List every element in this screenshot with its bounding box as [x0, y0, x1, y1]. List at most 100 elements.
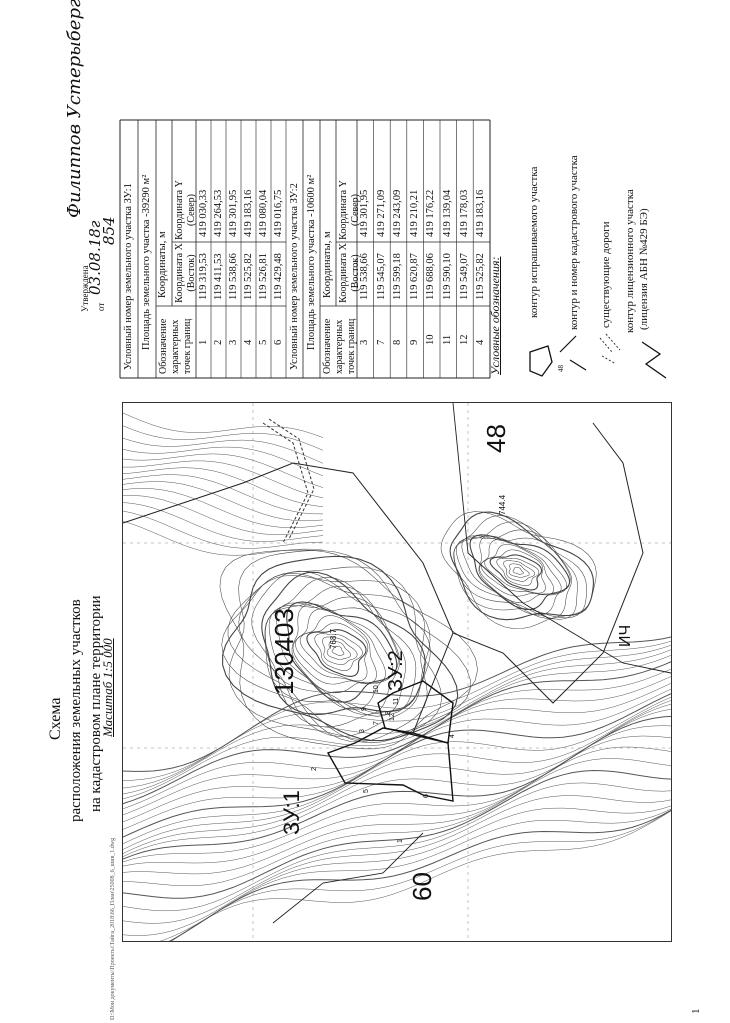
contour-band-top — [123, 510, 324, 549]
contour-band-top — [123, 460, 324, 499]
contour-band-top — [123, 412, 324, 438]
zu1-row-point: 1 — [198, 339, 209, 345]
zu2-row-y: 419 178,03 — [458, 189, 470, 237]
zu2-row-point: 7 — [375, 339, 387, 345]
cadastral-boundary — [123, 462, 454, 734]
zu1-row-point: 2 — [213, 339, 224, 345]
zu2-row-x: 119 545,07 — [375, 253, 387, 300]
contour-summit-1 — [331, 646, 345, 656]
zu1-row-y: 419 264,53 — [213, 189, 224, 237]
contour-band — [123, 668, 671, 810]
contour-summit-1 — [322, 636, 358, 665]
scale-label: Масштаб 1:5 000 — [100, 638, 115, 737]
approval-number: 854 — [100, 216, 118, 245]
zu1-area: Площадь земельного участка -39290 м² — [141, 174, 152, 350]
zu1-col-y: Координата Y (Север) — [174, 180, 197, 240]
contour-summit-2 — [479, 539, 562, 597]
contour-summit-2 — [512, 567, 524, 575]
zu2-col-coords: Координаты, м — [322, 231, 333, 298]
contour-summit-2 — [478, 535, 568, 604]
contour-band — [123, 746, 671, 875]
contour-band — [123, 805, 671, 936]
contour-band-top — [123, 488, 324, 528]
contour-summit-1 — [295, 615, 377, 684]
boundary-point-label: 3 — [359, 729, 366, 733]
contour-band-top — [123, 481, 324, 522]
contour-band-top — [123, 495, 324, 535]
elevation-744: 744.4 — [498, 494, 507, 515]
zu1-row-y: 419 183,16 — [243, 189, 254, 237]
approval-from: от — [96, 302, 106, 311]
contour-band — [123, 683, 671, 823]
contour-summit-1 — [227, 575, 428, 743]
contour-band-top — [123, 446, 324, 477]
file-path: D:\Мои документы\Проекты\Тайга_2018\66_П… — [110, 837, 116, 1020]
contour-band-top — [123, 425, 324, 451]
contour-band-top — [123, 467, 324, 507]
zu2-row-point: 4 — [475, 339, 487, 345]
contour-summit-1 — [219, 549, 478, 750]
contour-summit-1 — [238, 572, 431, 737]
zu2-row-y: 419 176,22 — [425, 189, 437, 237]
map-drawing — [123, 403, 671, 941]
contour-summit-1 — [228, 550, 471, 742]
boundary-point-label: 12 — [389, 713, 396, 721]
parcel-label-zu2: ЗУ:2 — [385, 650, 407, 691]
contour-summit-1 — [286, 601, 398, 703]
boundary-point-label: 4 — [449, 734, 456, 738]
zu2-row-point: 11 — [442, 334, 453, 345]
zu2-row-point: 10 — [425, 334, 437, 346]
contour-summit-1 — [292, 608, 386, 685]
title-line-2: расположения земельных участков — [68, 599, 84, 822]
zu2-row-y: 419 243,09 — [392, 189, 404, 237]
contour-band — [123, 649, 671, 795]
parcel-zu2-boundary — [377, 680, 454, 744]
contour-band — [123, 688, 671, 830]
title-line-1: Схема — [47, 697, 64, 741]
zu2-row-x: 119 599,18 — [392, 253, 404, 300]
page-number: 1 — [690, 1008, 702, 1015]
road — [268, 418, 315, 540]
license-boundary — [452, 403, 671, 674]
zu1-row-x: 119 538,66 — [228, 253, 239, 300]
cadastral-boundary — [452, 422, 644, 704]
boundary-point-label: 11 — [393, 697, 400, 705]
contour-band — [123, 696, 671, 845]
cadastral-number-48: 48 — [481, 424, 511, 453]
contour-band — [170, 810, 671, 941]
zu1-row-y: 419 301,95 — [228, 189, 239, 237]
parcel-label-zu1: ЗУ:1 — [279, 790, 304, 835]
contour-summit-1 — [222, 555, 459, 742]
license-contour-icon — [641, 341, 667, 379]
legend-item-2-number: 48 — [557, 365, 565, 372]
contour-band — [123, 640, 671, 781]
contour-band — [123, 661, 671, 805]
zu2-row-x: 119 525,82 — [475, 253, 487, 300]
contour-band — [123, 758, 671, 887]
contour-summit-2 — [449, 511, 595, 621]
contour-band — [123, 735, 671, 867]
legend-item-4-sub: (лицензия АБН №429 БЭ) — [638, 208, 650, 330]
road-icon — [599, 333, 621, 365]
zu2-row-x: 119 538,66 — [359, 253, 370, 300]
zu1-col-coords: Координаты, м — [157, 231, 168, 298]
contour-band-top — [123, 502, 324, 542]
contour-band — [123, 725, 671, 863]
zu1-row-x: 119 526,81 — [258, 253, 269, 300]
zu1-row-point: 3 — [228, 339, 239, 345]
legend-item-4: контур лицензионного участка — [624, 189, 636, 333]
contour-band-top — [123, 520, 324, 556]
parcel-outline-icon — [529, 345, 553, 377]
zu2-row-x: 119 688,06 — [425, 253, 437, 300]
contour-band-top — [123, 437, 324, 464]
contour-summit-2 — [480, 544, 555, 596]
cadastral-number-60: 60 — [407, 872, 437, 901]
zu2-row-x: 119 620,87 — [408, 253, 420, 300]
legend-item-1: контур испрашиваемого участка — [528, 166, 540, 318]
zu1-row-y: 419 016,75 — [273, 189, 284, 237]
cadastral-number-130403: 130403 — [269, 608, 299, 695]
contour-band — [159, 808, 671, 941]
boundary-point-label: 1 — [397, 839, 404, 843]
zu1-row-x: 119 525,82 — [243, 253, 254, 300]
